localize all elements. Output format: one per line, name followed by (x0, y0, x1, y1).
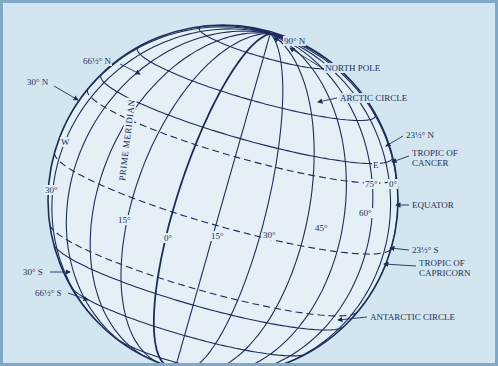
leader-line (390, 248, 409, 250)
leader-line (318, 98, 337, 102)
meridian-line (201, 34, 347, 366)
meridian-line (175, 34, 270, 366)
map-label: 66½° N (82, 56, 112, 66)
map-label: TROPIC OF CAPRICORN (418, 258, 494, 278)
map-label: TROPIC OF CANCER (411, 148, 487, 168)
prime-meridian-line (154, 34, 270, 366)
meridian-line (217, 34, 373, 366)
map-label: EQUATOR (411, 200, 455, 210)
meridian-line (183, 34, 283, 366)
leader-lines (50, 38, 416, 320)
map-label: 23½° S (411, 245, 440, 255)
leader-line (68, 293, 88, 300)
meridian-line (121, 34, 270, 364)
map-label: ANTARCTIC CIRCLE (369, 312, 461, 322)
globe-disc (48, 25, 398, 366)
map-label: 0° (163, 233, 173, 243)
leader-line (54, 86, 78, 100)
meridian-line (90, 33, 270, 360)
map-label: NORTH POLE (324, 63, 381, 73)
meridian-line (52, 29, 270, 324)
map-label: 30° (262, 230, 277, 240)
map-label: 45° (314, 223, 329, 233)
map-label: 0° (388, 179, 398, 189)
map-label: 30° S (22, 267, 44, 277)
leader-line (338, 317, 367, 320)
map-label: 60° (358, 208, 373, 218)
meridian-line (270, 34, 309, 48)
leader-line (396, 205, 409, 206)
parallel-line (115, 338, 242, 366)
leader-line (274, 38, 282, 42)
map-label: 75° (364, 179, 379, 189)
map-label: 30° N (26, 77, 49, 87)
map-label: 90° N (283, 36, 306, 46)
globe-outline (48, 25, 398, 366)
map-label: 66½° S (34, 288, 63, 298)
leader-line (50, 272, 70, 273)
map-label: 15° (117, 215, 132, 225)
map-label: ARCTIC CIRCLE (339, 93, 408, 103)
leader-line (392, 156, 409, 162)
leader-line (290, 48, 322, 68)
meridian-line (190, 34, 314, 366)
map-label: W (60, 137, 71, 147)
leader-line (384, 264, 416, 266)
map-label: 23½° N (405, 130, 435, 140)
meridian-line (270, 34, 398, 254)
leader-line (120, 64, 140, 74)
leader-line (386, 136, 403, 146)
map-label: E (372, 160, 380, 170)
map-label: 15° (210, 231, 225, 241)
map-label: 30° (44, 185, 59, 195)
